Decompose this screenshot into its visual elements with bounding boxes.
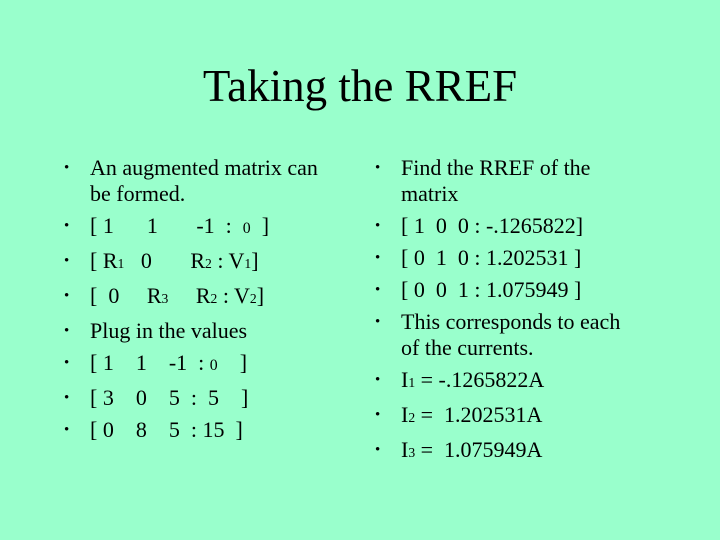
bullet-text: [ 3 0 5 : 5 ] [90,385,249,410]
bullet-item: • I1 = -.1265822A [375,367,710,396]
bullet-icon: • [64,355,70,371]
bullet-item: • I3 = 1.075949A [375,437,710,466]
bullet-text: [ 0 R3 R2 : V2] [90,283,265,308]
bullet-text: Plug in the values [90,318,248,343]
bullet-item: • Find the RREF of the matrix [375,155,710,207]
bullet-item: • [ R1 0 R2 : V1] [64,248,375,277]
bullet-icon: • [375,250,381,266]
bullet-text: I3 = 1.075949A [401,437,543,462]
bullet-icon: • [64,218,70,234]
bullet-text: Find the RREF of the matrix [401,155,591,206]
bullet-item: • This corresponds to each of the current… [375,309,710,361]
bullet-item: • I2 = 1.202531A [375,402,710,431]
bullet-icon: • [375,314,381,330]
bullet-text: This corresponds to each of the currents… [401,309,621,360]
bullet-icon: • [64,253,70,269]
bullet-item: • [ 3 0 5 : 5 ] [64,385,375,411]
bullet-icon: • [64,160,70,176]
bullet-icon: • [64,288,70,304]
bullet-icon: • [375,372,381,388]
bullet-item: • An augmented matrix can be formed. [64,155,375,207]
bullet-text: [ 1 1 -1 : 0 ] [90,350,248,375]
bullet-text: [ 1 1 -1 : 0 ] [90,213,270,238]
bullet-text: [ 0 0 1 : 1.075949 ] [401,277,582,302]
bullet-icon: • [375,218,381,234]
bullet-item: • Plug in the values [64,318,375,344]
slide-title: Taking the RREF [202,61,518,111]
bullet-icon: • [375,282,381,298]
bullet-icon: • [375,442,381,458]
bullet-item: • [ 1 1 -1 : 0 ] [64,213,375,242]
bullet-text: [ 0 8 5 : 15 ] [90,417,243,442]
bullet-text: I1 = -.1265822A [401,367,545,392]
bullet-item: • [ 0 0 1 : 1.075949 ] [375,277,710,303]
bullet-item: • [ 0 R3 R2 : V2] [64,283,375,312]
bullet-text: [ 1 0 0 : -.1265822] [401,213,584,238]
bullet-icon: • [64,323,70,339]
bullet-icon: • [375,160,381,176]
left-column: • An augmented matrix can be formed. • [ 1 … [64,155,375,472]
bullet-item: • [ 0 8 5 : 15 ] [64,417,375,443]
content-columns: • An augmented matrix can be formed. • [ 1 … [64,155,710,472]
bullet-text: [ R1 0 R2 : V1] [90,248,259,273]
bullet-icon: • [375,407,381,423]
bullet-item: • [ 0 1 0 : 1.202531 ] [375,245,710,271]
bullet-icon: • [64,390,70,406]
bullet-item: • [ 1 1 -1 : 0 ] [64,350,375,379]
bullet-item: • [ 1 0 0 : -.1265822] [375,213,710,239]
bullet-text: An augmented matrix can be formed. [90,155,318,206]
bullet-text: I2 = 1.202531A [401,402,543,427]
right-column: • Find the RREF of the matrix • [ 1 0 0 : -… [375,155,710,472]
bullet-text: [ 0 1 0 : 1.202531 ] [401,245,582,270]
bullet-icon: • [64,422,70,438]
